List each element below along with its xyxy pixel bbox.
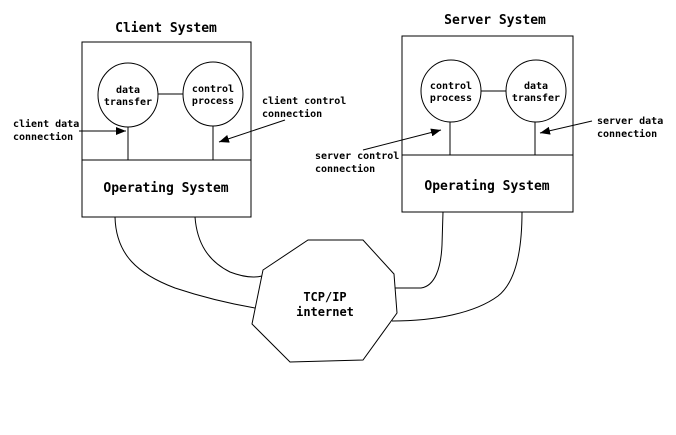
internet-label-line2: internet <box>296 305 354 319</box>
server-system-title: Server System <box>444 13 546 28</box>
internet-to-server-control-curve <box>395 211 444 289</box>
client-control-process-label-line1: control <box>192 84 234 95</box>
client-to-internet-data-curve <box>114 216 256 309</box>
internet-label-line1: TCP/IP <box>303 290 346 304</box>
internet-octagon <box>251 239 398 363</box>
client-data-connection-label-line2: connection <box>13 131 73 143</box>
client-control-process-label-line2: process <box>192 96 234 107</box>
client-data-transfer-label-line2: transfer <box>104 97 152 108</box>
server-control-connection-label-line2: connection <box>315 163 375 175</box>
server-control-process-label-line2: process <box>430 93 472 104</box>
server-control-process-label-line1: control <box>430 81 472 92</box>
client-os-box <box>81 159 252 218</box>
server-control-connection-label-line1: server control <box>315 151 399 162</box>
client-control-connection-label-line1: client control <box>262 95 346 107</box>
server-data-transfer-label-line2: transfer <box>512 93 560 104</box>
server-data-transfer-label-line1: data <box>524 81 548 92</box>
server-os-box <box>401 154 574 213</box>
server-data-connection-label-line2: connection <box>597 128 657 140</box>
client-control-connection-arrow <box>218 119 286 143</box>
internet-to-server-data-curve <box>391 211 523 322</box>
client-to-internet-control-curve <box>194 216 263 278</box>
server-data-connection-arrow <box>539 120 593 135</box>
client-control-connection-label-line2: connection <box>262 108 322 120</box>
server-control-connection-arrow <box>362 128 442 151</box>
server-os-label: Operating System <box>424 179 549 194</box>
server-data-connection-label-line1: server data <box>597 116 663 127</box>
client-data-transfer-label-line1: data <box>116 85 140 96</box>
client-data-connection-label-line1: client data <box>13 118 79 130</box>
client-os-label: Operating System <box>103 181 228 196</box>
client-system-title: Client System <box>115 21 217 36</box>
